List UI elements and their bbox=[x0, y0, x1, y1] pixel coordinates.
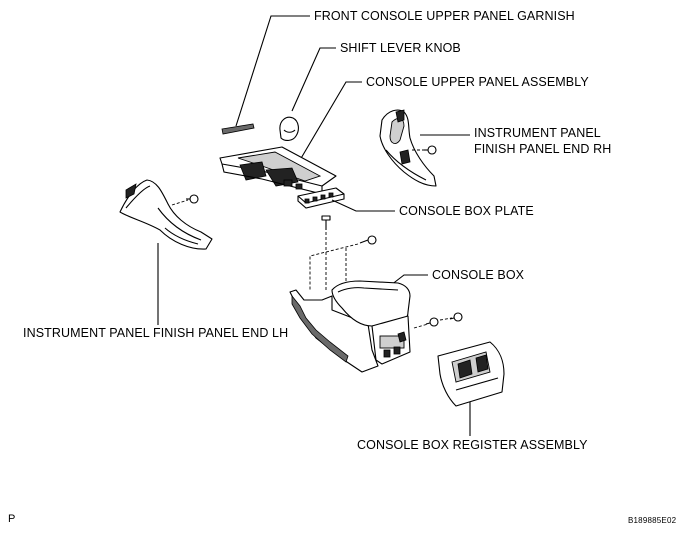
clip-lh bbox=[171, 194, 199, 206]
leader-console-box-plate bbox=[331, 199, 395, 212]
finish-panel-end-lh-part bbox=[119, 179, 213, 250]
corner-letter: P bbox=[8, 513, 16, 525]
shift-lever-knob-part bbox=[279, 116, 299, 141]
screw-top bbox=[321, 215, 331, 290]
finish-panel-end-rh-part bbox=[379, 109, 437, 187]
label-shift-lever-knob: SHIFT LEVER KNOB bbox=[340, 41, 461, 55]
label-console-box: CONSOLE BOX bbox=[432, 268, 525, 282]
console-box-register-assembly-part bbox=[437, 341, 505, 407]
leader-lines bbox=[157, 15, 471, 436]
label-console-box-register-assembly: CONSOLE BOX REGISTER ASSEMBLY bbox=[357, 438, 588, 452]
bolts-console-right bbox=[413, 312, 463, 329]
leader-shift-knob bbox=[291, 47, 336, 112]
console-box-plate-part bbox=[297, 187, 345, 209]
label-instrument-panel-rh-line1: INSTRUMENT PANEL bbox=[474, 126, 601, 140]
label-front-console-upper-panel-garnish: FRONT CONSOLE UPPER PANEL GARNISH bbox=[314, 9, 575, 23]
front-console-upper-panel-garnish-part bbox=[221, 123, 255, 135]
console-box-part bbox=[289, 280, 411, 373]
figure-code: B189885E02 bbox=[628, 516, 677, 525]
leader-front-garnish bbox=[235, 15, 310, 127]
label-instrument-panel-rh-line2: FINISH PANEL END RH bbox=[474, 142, 612, 156]
label-console-upper-panel-assembly: CONSOLE UPPER PANEL ASSEMBLY bbox=[366, 75, 589, 89]
leader-upper-panel bbox=[299, 81, 362, 161]
label-console-box-plate: CONSOLE BOX PLATE bbox=[399, 204, 534, 218]
screw-rh bbox=[412, 145, 437, 155]
console-upper-panel-assembly-part bbox=[219, 146, 337, 195]
label-instrument-panel-finish-panel-end-lh: INSTRUMENT PANEL FINISH PANEL END LH bbox=[23, 326, 289, 340]
